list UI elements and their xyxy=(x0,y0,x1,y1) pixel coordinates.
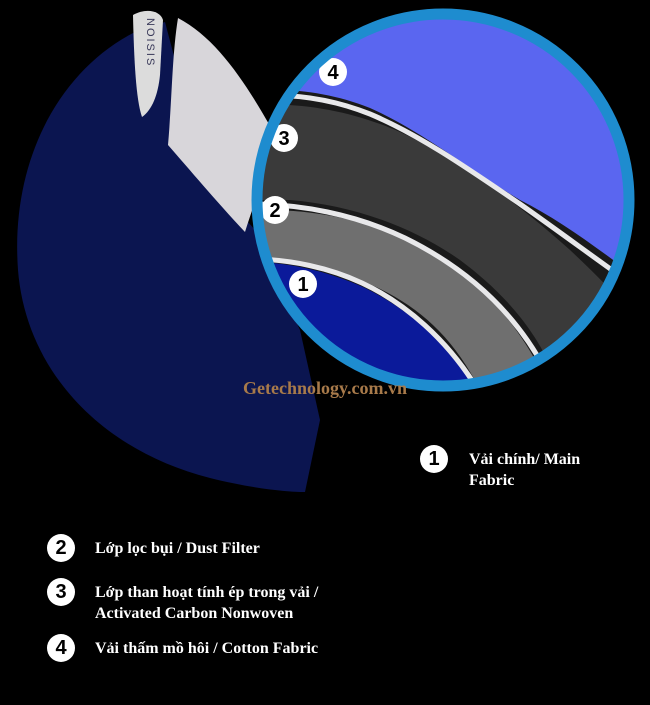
magnifier-ring xyxy=(251,8,635,392)
legend-item-dust-filter: 2 Lớp lọc bụi / Dust Filter xyxy=(47,534,260,562)
legend-badge-1: 1 xyxy=(420,445,448,473)
mask-inner-lining xyxy=(168,18,278,232)
legend-badge-4: 4 xyxy=(47,634,75,662)
legend-item-cotton-fabric: 4 Vải thấm mồ hôi / Cotton Fabric xyxy=(47,634,318,662)
layer-3-band xyxy=(261,104,625,382)
badge-3-text: 3 xyxy=(278,128,289,150)
legend-item-activated-carbon: 3 Lớp than hoạt tính ép trong vải / Acti… xyxy=(47,578,318,624)
layer-seams xyxy=(261,92,625,382)
brand-tab xyxy=(133,10,163,118)
legend-label-3: Lớp than hoạt tính ép trong vải / Activa… xyxy=(95,584,319,622)
layer-2-band xyxy=(261,209,550,382)
legend-item-main-fabric: 1 Vải chính/ Main Fabric xyxy=(420,445,580,491)
badge-1-text: 1 xyxy=(297,274,308,296)
layer-4-band xyxy=(261,18,625,280)
legend-label-2: Lớp lọc bụi / Dust Filter xyxy=(95,540,260,557)
brand-mark-text: NOISIS xyxy=(144,18,156,67)
cross-section-badges: 4 3 2 1 xyxy=(261,58,347,298)
badge-4-text: 4 xyxy=(327,62,339,84)
mask-body xyxy=(17,22,320,492)
badge-2-text: 2 xyxy=(269,200,280,222)
legend-label-1: Vải chính/ Main Fabric xyxy=(469,451,581,489)
legend-label-4: Vải thấm mồ hôi / Cotton Fabric xyxy=(95,640,319,657)
legend-badge-3: 3 xyxy=(47,578,75,606)
legend-badge-2: 2 xyxy=(47,534,75,562)
watermark: Getechnology.com.vn xyxy=(243,378,407,398)
cross-section-view: 4 3 2 1 xyxy=(261,18,625,382)
